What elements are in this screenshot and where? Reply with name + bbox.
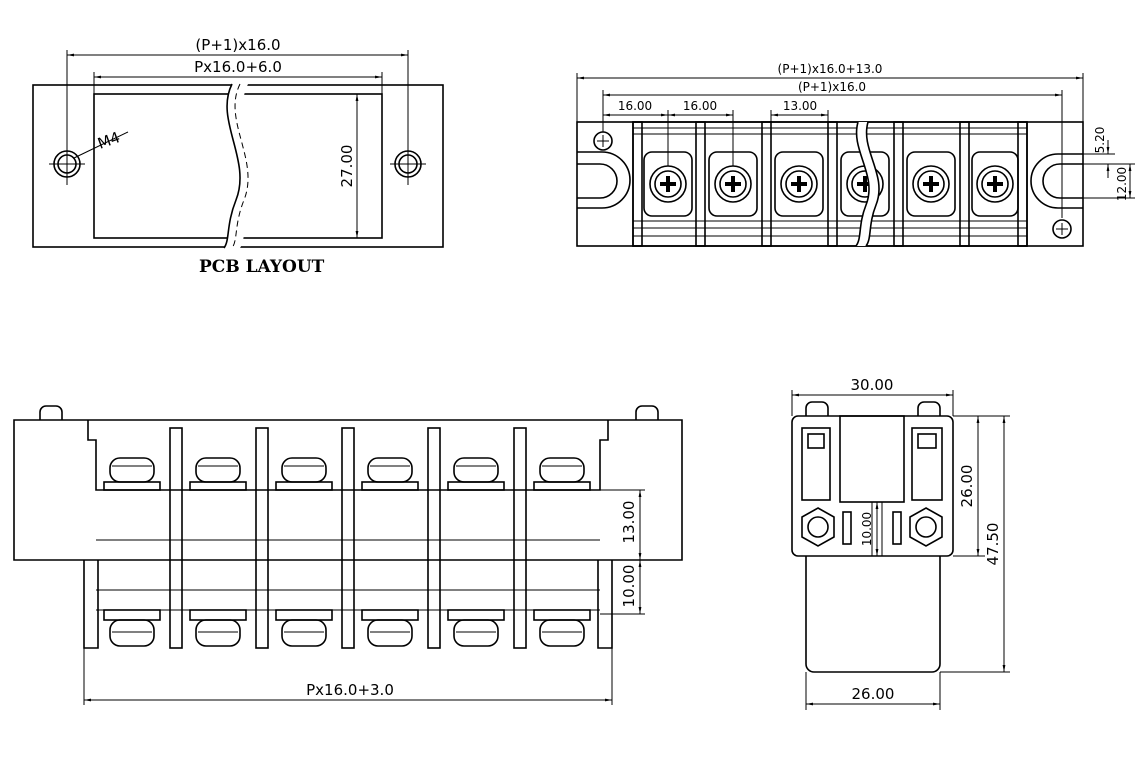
top-pitch-b: 16.00	[683, 99, 717, 113]
side-lower-body	[805, 556, 941, 673]
top-terminal-6	[971, 151, 1019, 217]
pcb-dim-inner: Px16.0+6.0	[194, 58, 282, 76]
pcb-dim-total: (P+1)x16.0	[195, 36, 280, 54]
front-screws-top	[103, 457, 591, 491]
top-view-outline	[576, 121, 1084, 247]
front-screws-bottom	[103, 609, 591, 647]
front-dim-lower: 10.00	[620, 565, 638, 608]
top-slot-width: 12.00	[1115, 167, 1129, 201]
pcb-layout-title: PCB LAYOUT	[199, 257, 325, 277]
side-view: 30.00 26.00 26.00 47.50 10.00	[791, 376, 1010, 710]
side-dim-center: 10.00	[860, 512, 874, 546]
top-terminal-5	[906, 151, 956, 217]
top-slot-top: 5.20	[1093, 127, 1107, 154]
top-pitch-c: 13.00	[783, 99, 817, 113]
side-hex-nut-left	[801, 507, 835, 547]
top-dim-total: (P+1)x16.0+13.0	[778, 62, 883, 76]
corner-screw-left	[593, 131, 613, 151]
front-barriers	[169, 427, 527, 649]
top-dim-pitch-total: (P+1)x16.0	[798, 80, 866, 94]
side-dim-height-upper: 26.00	[958, 465, 976, 508]
front-body	[13, 419, 683, 561]
side-dim-top: 30.00	[851, 376, 894, 394]
front-view: Px16.0+3.0 13.00 10.00	[13, 405, 683, 705]
top-pitch-a: 16.00	[618, 99, 652, 113]
side-dim-height-total: 47.50	[984, 523, 1002, 566]
side-hex-nut-right	[909, 507, 943, 547]
pcb-hole-label: M4	[95, 128, 122, 153]
pcb-dim-height: 27.00	[338, 145, 356, 188]
front-dim-upper: 13.00	[620, 501, 638, 544]
side-dim-bottom: 26.00	[852, 685, 895, 703]
top-view: (P+1)x16.0+13.0 (P+1)x16.0 16.00 16.00 1…	[576, 62, 1135, 247]
front-dim-width: Px16.0+3.0	[306, 681, 394, 699]
top-terminal-3	[774, 151, 824, 217]
corner-screw-right	[1052, 219, 1072, 239]
pcb-layout-view: (P+1)x16.0 Px16.0+6.0 27.00 M4 PCB LAYOU…	[32, 36, 444, 277]
